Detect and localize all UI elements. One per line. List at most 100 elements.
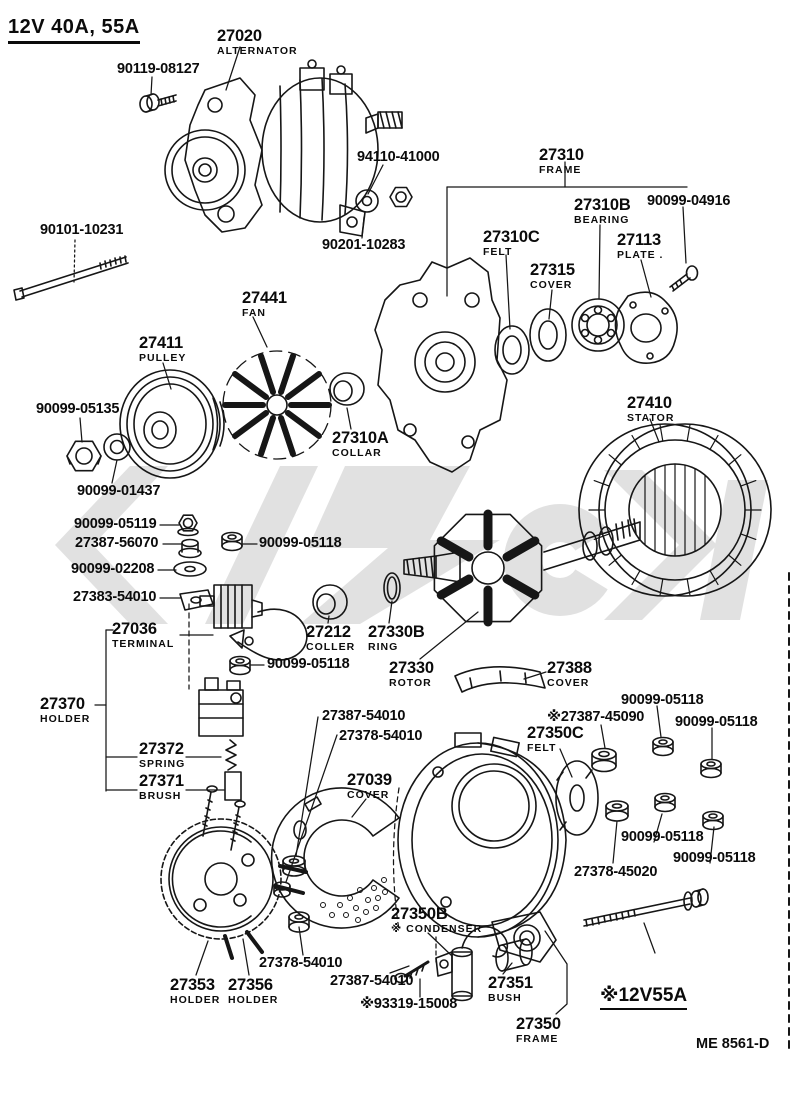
- part-label-90099-05118-d: 90099-05118: [675, 715, 758, 730]
- part-label-90099-04916: 90099-04916: [647, 194, 730, 209]
- nut-90099-05135-drawing: [66, 440, 102, 472]
- snap-ring-27330b-drawing: [383, 572, 401, 604]
- small-collars-left-drawing: [273, 855, 310, 933]
- part-label-90099-05135: 90099-05135: [36, 402, 119, 417]
- part-caption: HOLDER: [228, 993, 279, 1006]
- part-number: 27410: [627, 394, 672, 412]
- part-caption: HOLDER: [170, 993, 221, 1006]
- part-caption: FELT: [483, 245, 513, 258]
- part-number: 90099-05118: [673, 850, 756, 866]
- felt-ring-27310c-drawing: [494, 325, 530, 375]
- small-hardware-stack-drawing: [173, 514, 251, 676]
- part-caption: HOLDER: [40, 712, 91, 725]
- part-caption: STATOR: [627, 411, 675, 424]
- part-number: ※93319-15008: [360, 996, 458, 1012]
- part-label-90099-05118-f: 90099-05118: [673, 850, 756, 866]
- part-number: 27371: [139, 772, 184, 790]
- part-number: 27310C: [483, 228, 540, 246]
- watermark-logo: [55, 466, 768, 624]
- part-caption: FRAME: [516, 1032, 559, 1045]
- part-caption: BRUSH: [139, 789, 182, 802]
- part-label-27387-54010-a: 27387-54010: [322, 709, 405, 724]
- part-number: ※27387-45090: [547, 709, 645, 725]
- screw-93319-15008-drawing: [394, 960, 430, 984]
- washer-90099-01437-drawing: [103, 433, 131, 461]
- part-caption: PLATE .: [617, 248, 664, 261]
- washer-94110-41000-drawing: [355, 189, 379, 213]
- part-label-27387-45090: ※27387-45090: [547, 710, 644, 725]
- condenser-drawing: [435, 926, 509, 1002]
- part-number: 27310B: [574, 196, 631, 214]
- doc-code: ME 8561-D: [696, 1036, 770, 1052]
- part-label-94110-41000: 94110-41000: [357, 150, 440, 165]
- rear-frame-drawing: [397, 732, 567, 963]
- part-number: 90099-05135: [36, 401, 120, 417]
- part-label-90099-05118-c: 90099-05118: [621, 692, 704, 708]
- part-number: 27350: [516, 1015, 561, 1033]
- end-cover-27039-drawing: [270, 787, 400, 929]
- part-number: 27370: [40, 695, 85, 713]
- part-number: 27441: [242, 289, 287, 307]
- part-label-90099-05118-e: 90099-05118: [621, 829, 704, 845]
- part-number: 27356: [228, 976, 273, 994]
- part-number: 90099-05118: [621, 692, 704, 708]
- part-label-90099-05118-b: 90099-05118: [267, 657, 350, 672]
- cover-27388-drawing: [454, 666, 546, 693]
- part-caption: SPRING: [139, 757, 186, 770]
- bearing-cover-27315-drawing: [529, 308, 567, 362]
- part-number: 27350C: [527, 724, 584, 742]
- part-label-90201-10283: 90201-10283: [322, 238, 405, 253]
- part-number: 27387-54010: [322, 708, 406, 724]
- part-caption: COLLER: [306, 640, 356, 653]
- part-label-90099-01437: 90099-01437: [77, 484, 160, 499]
- part-number: 90099-05118: [621, 829, 704, 845]
- part-caption: FELT: [527, 741, 557, 754]
- part-label-27387-54010-b: 27387-54010: [330, 974, 413, 989]
- part-label-90099-05119: 90099-05119: [74, 517, 157, 532]
- bolt-90099-04915-drawing: [583, 888, 709, 927]
- part-caption: ALTERNATOR: [217, 44, 298, 57]
- part-number: 27113: [617, 231, 661, 249]
- collar-27310a-drawing: [329, 372, 365, 406]
- part-number: 27387-56070: [75, 535, 159, 551]
- part-number: 27330: [389, 659, 434, 677]
- part-number: 27378-54010: [339, 728, 423, 744]
- part-number: 27378-54010: [259, 955, 343, 971]
- part-label-90119-08127: 90119-08127: [117, 61, 200, 77]
- part-number: 27039: [347, 771, 392, 789]
- part-number: 90099-05118: [259, 535, 342, 551]
- part-number: 90099-01437: [77, 483, 161, 499]
- nut-90201-10283-drawing: [389, 186, 413, 208]
- part-caption: FRAME: [539, 163, 582, 176]
- felt-27350c-drawing: [555, 760, 599, 836]
- part-label-90101-10231: 90101-10231: [40, 223, 123, 238]
- part-number: 27378-45020: [574, 864, 658, 880]
- part-number: 90101-10231: [40, 222, 124, 238]
- part-number: 90099-04916: [647, 193, 731, 209]
- part-caption: COVER: [347, 788, 390, 801]
- bush-27351-drawing: [495, 938, 533, 972]
- bolt-90099-04916-drawing: [669, 265, 699, 292]
- part-number: 27411: [139, 334, 183, 352]
- part-number: 27351: [488, 974, 533, 992]
- part-caption: COVER: [547, 676, 590, 689]
- part-number: 27310: [539, 146, 584, 164]
- part-number: 27350B: [391, 905, 448, 923]
- variant-note: ※12V55A: [600, 984, 688, 1010]
- part-number: 27353: [170, 976, 215, 994]
- part-number: 27387-54010: [330, 973, 414, 989]
- part-number: 90119-08127: [117, 61, 200, 77]
- bolt-90119-08127-drawing: [139, 93, 177, 113]
